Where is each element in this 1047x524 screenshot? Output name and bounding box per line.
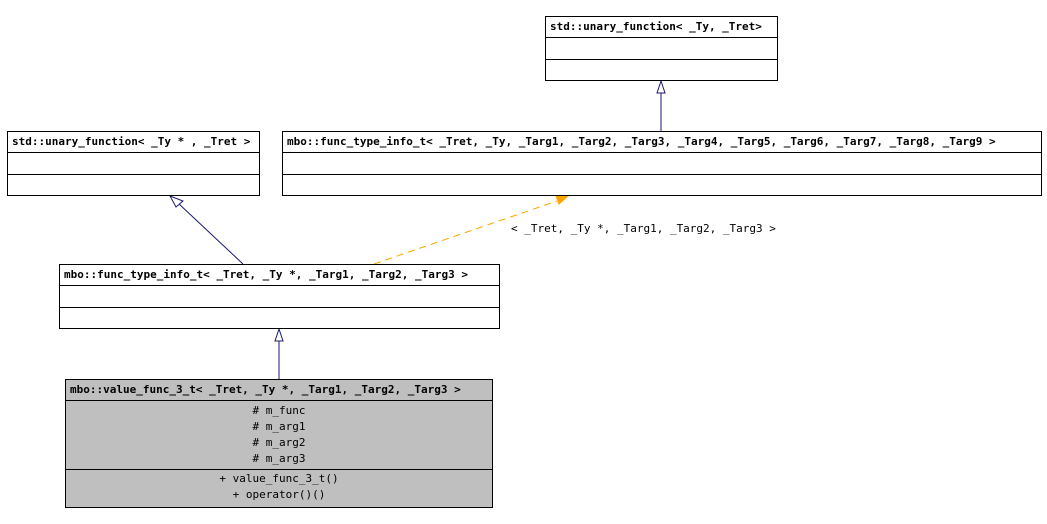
- template-edge-spec-to-full: [373, 195, 570, 265]
- inheritance-edge-spec-to-unary-ptr: [168, 195, 244, 265]
- class-name: mbo::func_type_info_t< _Tret, _Ty, _Targ…: [283, 132, 1041, 153]
- methods-section: [8, 175, 259, 195]
- class-func-type-info-full[interactable]: mbo::func_type_info_t< _Tret, _Ty, _Targ…: [282, 131, 1042, 196]
- attribute-m-arg2: # m_arg2: [252, 436, 306, 449]
- class-name: std::unary_function< _Ty * , _Tret >: [8, 132, 259, 153]
- methods-section: [60, 308, 499, 328]
- attribute-m-arg1: # m_arg1: [252, 420, 306, 433]
- class-func-type-info-spec[interactable]: mbo::func_type_info_t< _Tret, _Ty *, _Ta…: [59, 264, 500, 329]
- method-operator-call: + operator()(): [232, 488, 326, 501]
- inheritance-edge-full-to-unary-base: [656, 79, 666, 131]
- class-unary-function-ptr[interactable]: std::unary_function< _Ty * , _Tret >: [7, 131, 260, 196]
- attributes-section: # m_func # m_arg1 # m_arg2 # m_arg3: [66, 401, 492, 470]
- attribute-m-func: # m_func: [252, 404, 306, 417]
- attribute-m-arg3: # m_arg3: [252, 452, 306, 465]
- inheritance-edge-value-to-spec: [274, 327, 284, 379]
- attributes-section: [60, 286, 499, 308]
- method-value-func-3-t: + value_func_3_t(): [219, 472, 339, 485]
- class-unary-function-base[interactable]: std::unary_function< _Ty, _Tret>: [545, 16, 778, 81]
- methods-section: + value_func_3_t() + operator()(): [66, 470, 492, 507]
- attributes-section: [283, 153, 1041, 175]
- class-value-func-3[interactable]: mbo::value_func_3_t< _Tret, _Ty *, _Targ…: [65, 379, 493, 508]
- methods-section: [546, 60, 777, 80]
- class-name: mbo::func_type_info_t< _Tret, _Ty *, _Ta…: [60, 265, 499, 286]
- attributes-section: [8, 153, 259, 175]
- methods-section: [283, 175, 1041, 195]
- class-name: std::unary_function< _Ty, _Tret>: [546, 17, 777, 38]
- class-name: mbo::value_func_3_t< _Tret, _Ty *, _Targ…: [66, 380, 492, 401]
- template-edge-label: < _Tret, _Ty *, _Targ1, _Targ2, _Targ3 >: [511, 222, 776, 235]
- attributes-section: [546, 38, 777, 60]
